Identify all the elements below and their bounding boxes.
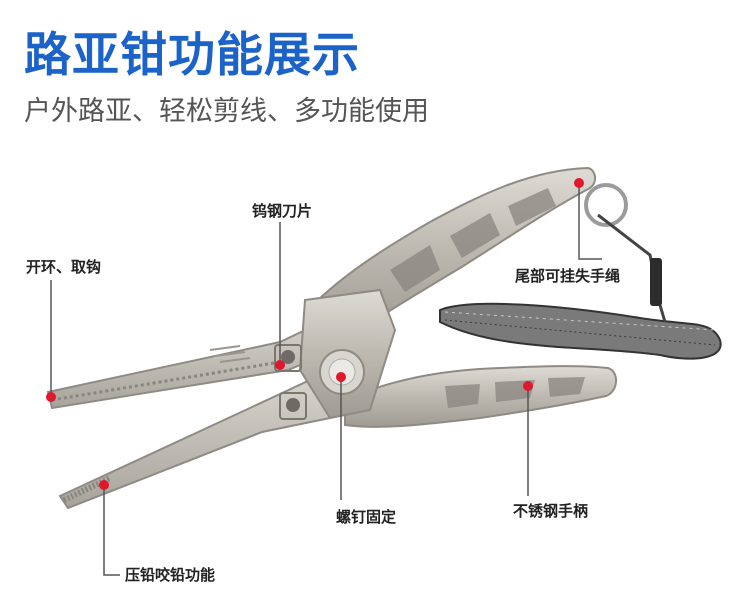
page-subtitle: 户外路亚、轻松剪线、多功能使用 [24, 96, 429, 127]
label-ring-hook: 开环、取钩 [26, 258, 102, 276]
marker-ring-hook [46, 392, 56, 402]
label-crimp: 压铅咬铅功能 [125, 566, 216, 584]
marker-screw [336, 372, 346, 382]
marker-handle [523, 381, 533, 391]
lower-handle [344, 365, 617, 428]
split-ring [584, 183, 628, 227]
label-screw: 螺钉固定 [336, 508, 397, 526]
marker-blade [275, 360, 285, 370]
page-title: 路亚钳功能展示 [24, 28, 360, 83]
coiled-lanyard [439, 213, 722, 360]
hinge-body [274, 288, 397, 420]
label-lanyard: 尾部可挂失手绳 [515, 267, 621, 285]
marker-crimp [99, 480, 109, 490]
label-handle: 不锈钢手柄 [513, 502, 589, 520]
leader-lines [50, 183, 602, 576]
marker-lanyard [574, 178, 584, 188]
label-blade: 钨钢刀片 [252, 202, 313, 220]
